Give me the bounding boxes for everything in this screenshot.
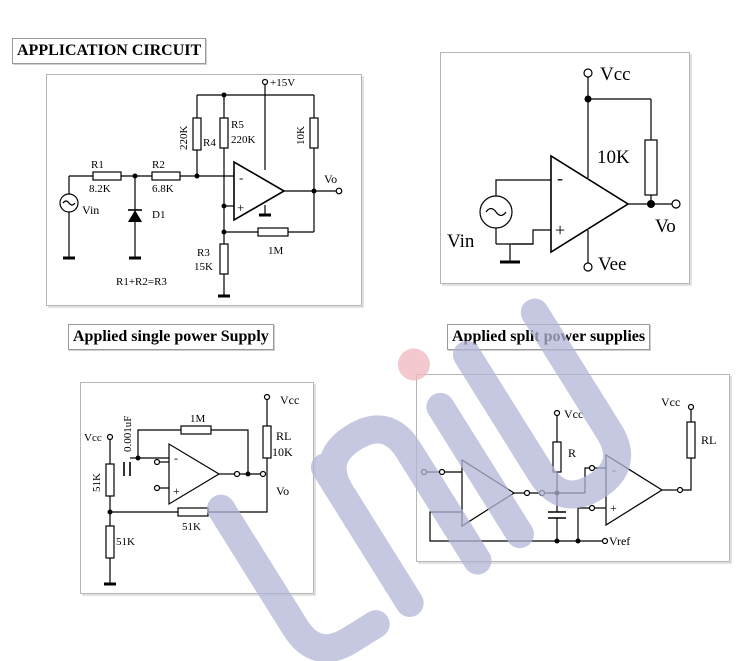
output-terminal [233,470,241,478]
vcc-terminal [553,409,561,417]
opamp-1-minus: - [239,170,243,185]
sine-icon [62,200,76,206]
input-terminal [438,468,446,476]
output-terminal [676,486,684,494]
vin-label: Vin [447,231,475,252]
r1m-value: 1M [190,413,206,425]
resistor-r2 [151,171,181,181]
vo-terminal [259,470,267,478]
circuit-panel-application [46,74,362,306]
r51k-top-value: 51K [91,473,103,492]
resistor-51k-mid [177,507,209,517]
circuit-4: Vcc R - + Vref RL Vcc [420,395,716,548]
vcc-terminal [106,433,114,441]
resistor-1m [180,425,212,435]
vcc-right-label: Vcc [661,395,680,409]
vcc-left-label: Vcc [84,432,102,444]
opamp-4b-plus: + [610,501,617,515]
vplus-terminal [261,78,269,86]
r3-value: 15K [194,261,213,273]
opamp-3 [168,442,221,506]
vo-terminal [671,199,681,209]
opamp-1-plus: + [237,200,244,215]
input-terminal [588,504,596,512]
vo-label: Vo [324,172,337,186]
vcc-mid-label: Vcc [564,407,583,421]
r1-value: 8.2K [89,183,111,195]
resistor-rl [686,421,696,459]
r4-value: 220K [178,126,190,151]
node-terminal [538,489,546,497]
opamp-2-minus: - [557,168,563,188]
opamp-1 [233,160,286,222]
input-terminal [588,464,596,472]
sine-icon [485,207,507,217]
resistor-51k-bottom [105,525,115,559]
resistor-51k-top [105,463,115,497]
r4-label: R4 [203,137,216,149]
vcc-terminal [263,393,271,401]
vin-label: Vin [82,203,99,217]
vo-label: Vo [276,484,289,498]
vref-label: Vref [609,534,630,548]
r1-label: R1 [91,159,104,171]
input-terminal [420,468,428,476]
r5-value: 220K [231,134,256,146]
diode-d1 [128,210,142,222]
resistor-r5 [219,117,229,149]
opamp-3-minus: - [174,451,178,465]
vee-terminal [583,262,593,272]
r3-label: R3 [197,247,210,259]
rl-label: RL [701,433,716,447]
resistor-1m [257,227,289,237]
vcc-label: Vcc [280,393,299,407]
resistor-r3 [219,243,229,275]
vo-label: Vo [655,216,676,237]
r1m-value: 1M [268,245,284,257]
r10k-value: 10K [597,147,630,168]
opamp-2-plus: + [555,220,565,240]
circuit-2: - + Vcc 10K Vo Vee Vin [447,64,681,275]
capacitor-value: 0.001uF [122,416,134,452]
opamp-4b-minus: - [612,463,616,477]
output-terminal [523,489,531,497]
resistor-r1 [92,171,122,181]
r5-label: R5 [231,119,244,131]
r2-label: R2 [152,159,165,171]
vplus-label: +15V [270,77,295,89]
resistor-rl [262,425,272,459]
resistor-equation: R1+R2=R3 [116,276,167,288]
vcc-terminal [687,403,695,411]
circuit-1: - + +15V 220K R4 R5 220K 10K Vin [59,77,343,298]
resistor-10k-feedback [309,117,319,149]
rl-label: RL [276,429,291,443]
opamp-2 [550,154,630,254]
opamp-4a [461,458,516,528]
resistor-r4 [192,117,202,151]
vref-terminal [601,537,609,545]
vcc-label: Vcc [600,64,631,85]
heading-application-circuit: APPLICATION CIRCUIT [12,38,207,64]
r-label: R [568,446,576,460]
d1-label: D1 [152,209,165,221]
rl-value: 10K [272,445,293,459]
resistor-10k-load [644,139,658,196]
heading-single-power-supply: Applied single power Supply [68,324,274,350]
r2-value: 6.8K [152,183,174,195]
input-terminal [153,484,161,492]
circuit-3: - + 1M 0.001uF Vo Vcc RL 10K [84,393,299,586]
r10k-value: 10K [295,126,307,145]
opamp-3-plus: + [173,484,180,498]
resistor-r [552,441,562,473]
vcc-terminal [583,68,593,78]
r51k-bottom-value: 51K [116,536,135,548]
vee-label: Vee [598,254,626,275]
r51k-mid-value: 51K [182,521,201,533]
input-terminal [153,458,161,466]
vo-terminal [335,187,343,195]
